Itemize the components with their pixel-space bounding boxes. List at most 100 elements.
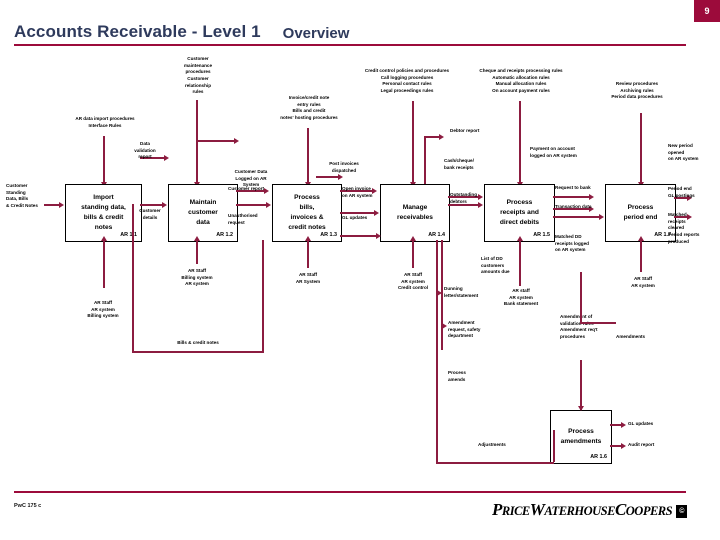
process-title: Import standing data, bills & credit not… bbox=[81, 194, 126, 231]
label-audit-report: Audit report bbox=[628, 442, 655, 447]
process-title: Process receipts and direct debits bbox=[499, 199, 540, 226]
amend-out-audit bbox=[610, 445, 622, 447]
stem-arrow-box4 bbox=[409, 236, 416, 241]
title-divider bbox=[14, 44, 686, 46]
connector-arrow-payment-on-account bbox=[589, 193, 594, 200]
label-period-reports: Period reports produced bbox=[668, 232, 700, 244]
amendment-arrow bbox=[442, 322, 447, 329]
label-data-validation-report: Data validation report bbox=[134, 141, 156, 160]
process-ref: AR 1.4 bbox=[428, 232, 445, 238]
note-review-archiving: Review procedures Archiving rules Period… bbox=[611, 81, 663, 100]
process-ref: AR 1.6 bbox=[590, 454, 607, 460]
process-box-maintain-customer-data[interactable]: Maintain customer data AR 1.2 bbox=[168, 184, 238, 242]
amend-box-feed-v bbox=[580, 360, 582, 410]
loop-bills-left bbox=[132, 204, 134, 352]
stem-arrow-box5 bbox=[516, 236, 523, 241]
label-period-end-gl-postings: Period end GL postings bbox=[668, 186, 695, 198]
connector-arrow-box1-box2 bbox=[162, 201, 167, 208]
feed-line-5 bbox=[640, 113, 642, 184]
process-ref: AR 1.3 bbox=[320, 232, 337, 238]
label-process-amends: Process amends bbox=[448, 370, 466, 382]
feed-line-3 bbox=[412, 101, 414, 184]
stem-arrow-box3 bbox=[304, 236, 311, 241]
connector-arrow-post-invoices bbox=[338, 173, 343, 180]
process-box-process-receipts[interactable]: Process receipts and direct debits AR 1.… bbox=[484, 184, 555, 242]
label-customer-standing-data: Customer Standing Data, Bills & Credit N… bbox=[6, 183, 38, 208]
process-title: Process period end bbox=[623, 204, 658, 221]
connector-arrow-new-period bbox=[687, 194, 692, 201]
pwc-mark-icon: © bbox=[676, 505, 688, 518]
label-gl-updates-2: GL updates bbox=[628, 421, 654, 426]
connector-box5-box6 bbox=[553, 216, 599, 218]
process-box-import-standing-data[interactable]: Import standing data, bills & credit not… bbox=[65, 184, 142, 242]
connector-arrow-debtor-report bbox=[439, 133, 444, 140]
connector-arrow-in-box1 bbox=[59, 201, 64, 208]
connector-period-end-gl bbox=[674, 216, 688, 218]
label-gl-updates-1: GL updates bbox=[342, 215, 368, 220]
stem-box5-down bbox=[519, 240, 521, 286]
amend-out-gl bbox=[610, 424, 622, 426]
label-ar-staff-billing-2: AR Staff Billing system AR system bbox=[181, 268, 213, 287]
connector-transaction-data bbox=[553, 208, 589, 210]
label-unauthorised-request: Unauthorised request bbox=[228, 213, 258, 225]
connector-arrow-box3-out-top bbox=[372, 187, 377, 194]
connector-arrow-period-end-gl bbox=[687, 213, 692, 220]
connector-arrow-box3-out-bottom bbox=[376, 232, 381, 239]
label-payment-on-account: Payment on account logged on AR system bbox=[530, 146, 577, 158]
process-ref: AR 1.5 bbox=[533, 232, 550, 238]
label-post-invoices-dispatched: Post invoices dispatched bbox=[329, 161, 359, 173]
note-credit-control: Credit control policies and procedures C… bbox=[364, 68, 450, 93]
label-dunning-letter: Dunning letter/statement bbox=[444, 286, 479, 298]
label-ar-staff-bank-statement: AR staff AR system Bank statement bbox=[503, 288, 539, 307]
process-box-process-amendments[interactable]: Process amendments AR 1.6 bbox=[550, 410, 612, 464]
label-amendment-validation: Amendment of validation rules Amendment … bbox=[560, 314, 598, 339]
label-list-of-dd-customers: List of DD customers amounts due bbox=[481, 256, 510, 275]
loop-bills-right bbox=[262, 240, 264, 352]
label-transaction-data: Transaction data bbox=[555, 204, 592, 209]
process-title: Manage receivables bbox=[397, 204, 433, 221]
label-ar-staff-credit-control: AR Staff AR system Credit control bbox=[397, 272, 429, 291]
label-customer-details: Customer details bbox=[139, 208, 161, 220]
adjust-loop-bottom bbox=[436, 462, 554, 464]
process-title: Process amendments bbox=[560, 428, 602, 445]
label-debtor-report: Debtor report bbox=[450, 128, 480, 133]
label-open-invoice-ar: Open invoice on AR system bbox=[342, 186, 373, 198]
logo-part-aterhouse: ATERHOUSE bbox=[544, 504, 615, 518]
process-box-process-bills[interactable]: Process bills, invoices & credit notes A… bbox=[272, 184, 342, 242]
logo-part-rice: RICE bbox=[501, 504, 530, 518]
feed-line-4 bbox=[519, 101, 521, 184]
page-number-badge: 9 bbox=[694, 0, 720, 22]
process-ref: AR 1.2 bbox=[216, 232, 233, 238]
process-box-process-period-end[interactable]: Process period end AR 1.7 bbox=[605, 184, 676, 242]
stem-box6-down bbox=[640, 240, 642, 272]
amend-out-audit-arrow bbox=[621, 442, 626, 449]
connector-box3-out-top bbox=[340, 190, 372, 192]
label-cash-cheque-receipts: Cash/cheque/ bank receipts bbox=[444, 158, 474, 170]
connector-box2-out-up bbox=[196, 140, 234, 142]
connector-debtor-report-v bbox=[424, 136, 426, 184]
process-title: Process bills, invoices & credit notes bbox=[288, 194, 326, 231]
connector-arrow-box2-out-up bbox=[234, 137, 239, 144]
amend-feed-right-h bbox=[580, 322, 616, 324]
adjust-loop-left bbox=[436, 314, 438, 464]
footer-code: PwC 175 c bbox=[14, 503, 42, 509]
logo-part-p: P bbox=[492, 500, 502, 519]
connector-box3-box4 bbox=[340, 212, 374, 214]
dunning-arrow bbox=[437, 289, 442, 296]
connector-new-period bbox=[674, 197, 688, 199]
connector-arrow-box2-out-top bbox=[264, 187, 269, 194]
feed-line-2 bbox=[307, 128, 309, 184]
stem-arrow-box2 bbox=[193, 236, 200, 241]
connector-cash-receipts bbox=[448, 196, 478, 198]
process-ref: AR 1.7 bbox=[654, 232, 671, 238]
label-ar-staff-billing-1: AR Staff AR system Billing system bbox=[87, 300, 119, 319]
label-amendments: Amendments bbox=[616, 334, 646, 339]
label-outstanding-debtors: Outstanding debtors bbox=[450, 192, 478, 204]
connector-debtor-report-h bbox=[424, 136, 440, 138]
note-invoice-entry: Invoice/credit note entry rules Bills an… bbox=[280, 95, 338, 120]
connector-box2-out-top bbox=[236, 190, 264, 192]
title-row: Accounts Receivable - Level 1 Overview bbox=[14, 20, 686, 42]
process-box-manage-receivables[interactable]: Manage receivables AR 1.4 bbox=[380, 184, 450, 242]
amend-feed-right-v bbox=[580, 272, 582, 322]
